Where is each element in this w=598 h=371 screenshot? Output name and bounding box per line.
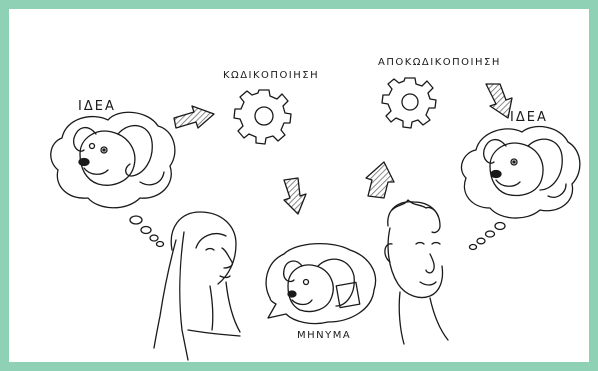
encoding-label: ΚΩΔΙΚΟΠΟΙΗΣΗ bbox=[223, 70, 319, 81]
receiver-person bbox=[385, 200, 448, 344]
dog-icon-left bbox=[74, 126, 164, 186]
thought-bubble-right bbox=[461, 127, 579, 250]
decoding-gear-icon bbox=[382, 78, 436, 128]
arrow-to-encoding bbox=[174, 106, 214, 128]
message-label: ΜΗΝΥΜΑ bbox=[297, 330, 351, 341]
arrow-to-decoding bbox=[366, 162, 394, 198]
dog-icon-message bbox=[284, 259, 360, 311]
arrow-to-message bbox=[284, 178, 306, 214]
encoding-gear-icon bbox=[234, 90, 291, 144]
idea-label-left: ΙΔΕΑ bbox=[78, 99, 116, 114]
idea-label-right: ΙΔΕΑ bbox=[510, 110, 548, 125]
arrow-to-receiver-idea bbox=[486, 84, 512, 118]
dog-icon-right bbox=[484, 139, 566, 197]
sender-person bbox=[154, 212, 240, 360]
decoding-label: ΑΠΟΚΩΔΙΚΟΠΟΙΗΣΗ bbox=[378, 57, 501, 68]
message-bubble bbox=[266, 244, 375, 324]
